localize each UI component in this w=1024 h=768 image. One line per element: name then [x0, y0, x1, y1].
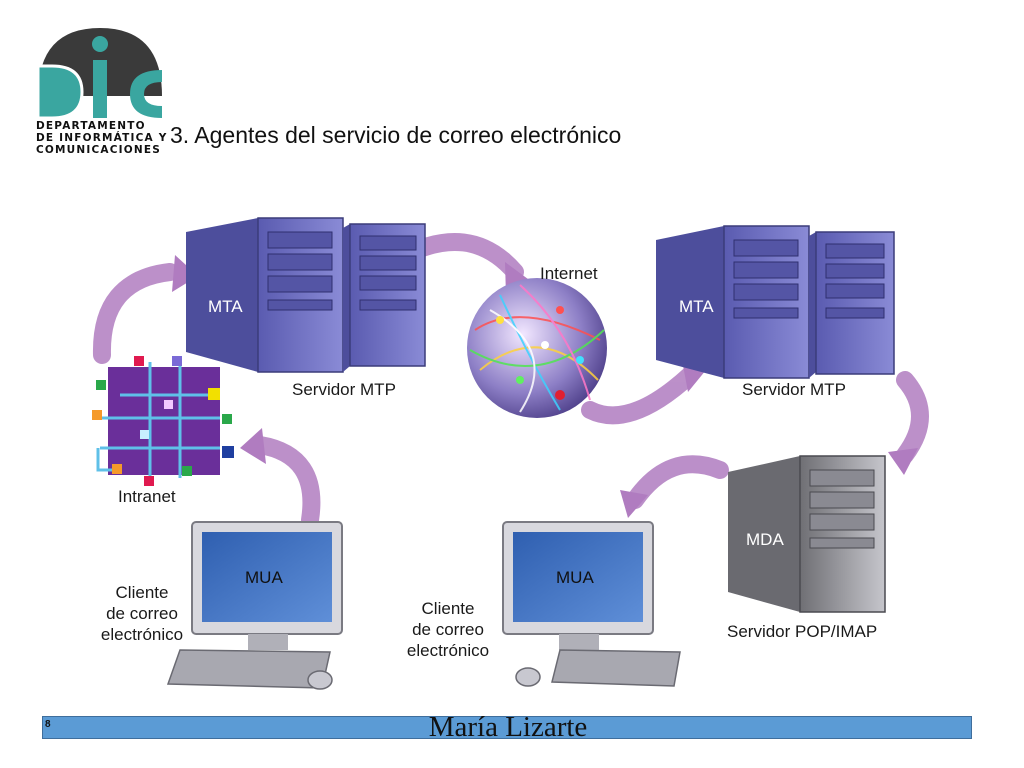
arrow-client-to-intranet: [251, 436, 321, 529]
client-left-caption: Cliente de correo electrónico: [92, 582, 192, 645]
footer-author: María Lizarte: [428, 711, 588, 743]
logo-line-3: COMUNICACIONES: [36, 144, 161, 156]
arrow-internet-to-mta: [581, 366, 699, 425]
intranet-caption: Intranet: [118, 487, 176, 506]
page-number: 8: [45, 719, 51, 730]
logo-line-2: DE INFORMÁTICA Y: [36, 132, 168, 144]
mda-caption: Servidor POP/IMAP: [727, 622, 878, 641]
arrow-mta-to-mda: [896, 371, 929, 464]
client-left-caption-line-2: de correo: [106, 604, 178, 623]
department-logo: [36, 28, 162, 120]
footer-bar: 8 María Lizarte: [42, 711, 972, 743]
mta-right-caption: Servidor MTP: [742, 380, 846, 399]
internet-globe-icon: [467, 278, 607, 418]
mta-left-server: [186, 217, 426, 373]
mta-right-server: [656, 225, 895, 379]
mda-tag: MDA: [746, 530, 784, 549]
mda-server: [728, 455, 886, 613]
internet-caption: Internet: [540, 264, 598, 283]
client-right-tag: MUA: [556, 568, 594, 587]
logo-line-1: DEPARTAMENTO: [36, 120, 146, 132]
slide-title: 3. Agentes del servicio de correo electr…: [170, 122, 622, 148]
client-right-computer: [502, 521, 681, 687]
client-left-caption-line-3: electrónico: [100, 625, 184, 644]
client-left-caption-line-1: Cliente: [115, 583, 169, 602]
client-left-computer: [166, 521, 343, 690]
arrow-mda-to-client: [626, 455, 729, 509]
mta-left-caption: Servidor MTP: [292, 380, 396, 399]
client-left-tag: MUA: [245, 568, 283, 587]
client-right-caption-line-3: electrónico: [406, 641, 490, 660]
intranet-network-icon: [92, 356, 234, 486]
mta-left-tag: MTA: [208, 297, 243, 316]
client-right-caption: Cliente de correo electrónico: [398, 598, 498, 661]
client-right-caption-line-2: de correo: [412, 620, 484, 639]
arrow-intranet-to-mta: [92, 263, 179, 364]
mta-right-tag: MTA: [679, 297, 714, 316]
client-right-caption-line-1: Cliente: [421, 599, 475, 618]
